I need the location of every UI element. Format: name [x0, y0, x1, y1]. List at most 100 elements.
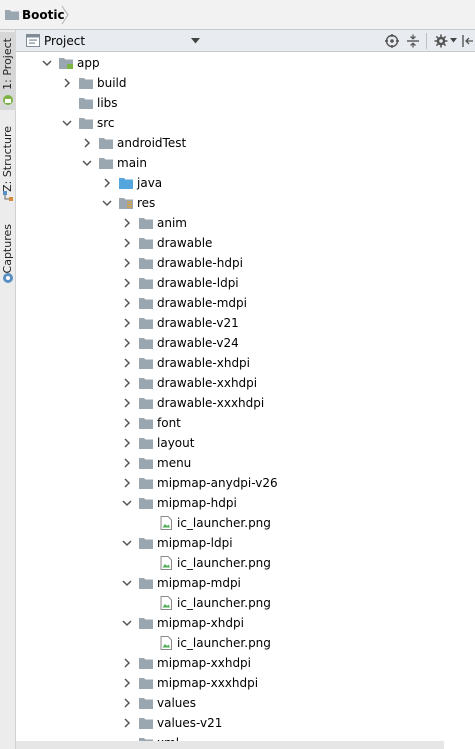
- chevron-right-icon[interactable]: [121, 357, 133, 369]
- chevron-right-icon[interactable]: [121, 377, 133, 389]
- chevron-right-icon[interactable]: [121, 417, 133, 429]
- chevron-right-icon[interactable]: [121, 397, 133, 409]
- tree-node[interactable]: drawable-xxhdpi: [16, 373, 475, 393]
- tree-node[interactable]: androidTest: [16, 133, 475, 153]
- tab-captures[interactable]: Captures: [0, 218, 16, 288]
- gear-dropdown-icon[interactable]: [450, 38, 457, 43]
- tree-node-label: mipmap-mdpi: [157, 576, 241, 590]
- chevron-down-icon[interactable]: [191, 38, 200, 44]
- folder-icon: [139, 218, 153, 229]
- tree-node-label: drawable: [157, 236, 213, 250]
- locate-file-icon[interactable]: [385, 34, 399, 48]
- chevron-right-icon[interactable]: [61, 77, 73, 89]
- tree-node[interactable]: ic_launcher.png: [16, 513, 475, 533]
- tree-node[interactable]: mipmap-anydpi-v26: [16, 473, 475, 493]
- tree-node[interactable]: drawable-v24: [16, 333, 475, 353]
- tree-node[interactable]: mipmap-hdpi: [16, 493, 475, 513]
- chevron-right-icon[interactable]: [121, 337, 133, 349]
- project-folder-icon: [5, 10, 19, 20]
- tree-node[interactable]: layout: [16, 433, 475, 453]
- tree-node[interactable]: drawable-ldpi: [16, 273, 475, 293]
- tree-node[interactable]: values: [16, 693, 475, 713]
- breadcrumb-project[interactable]: Bootic: [22, 8, 65, 22]
- chevron-right-icon[interactable]: [121, 717, 133, 729]
- chevron-right-icon[interactable]: [121, 297, 133, 309]
- project-toolwindow-header: Project: [16, 30, 475, 52]
- chevron-down-icon[interactable]: [61, 117, 73, 129]
- tree-node-label: main: [117, 156, 147, 170]
- chevron-right-icon[interactable]: [121, 277, 133, 289]
- tree-node[interactable]: ic_launcher.png: [16, 553, 475, 573]
- tree-node-label: mipmap-xhdpi: [157, 616, 244, 630]
- folder-icon: [139, 618, 153, 629]
- view-mode-selector[interactable]: Project: [44, 34, 86, 48]
- tree-node[interactable]: drawable-xhdpi: [16, 353, 475, 373]
- folder-icon: [139, 478, 153, 489]
- chevron-down-icon[interactable]: [121, 497, 133, 509]
- chevron-right-icon[interactable]: [121, 457, 133, 469]
- chevron-right-icon[interactable]: [121, 237, 133, 249]
- folder-icon: [139, 678, 153, 689]
- tree-node[interactable]: drawable-hdpi: [16, 253, 475, 273]
- chevron-right-icon[interactable]: [121, 257, 133, 269]
- collapse-all-icon[interactable]: [406, 34, 420, 48]
- tree-node[interactable]: ic_launcher.png: [16, 633, 475, 653]
- tree-node[interactable]: main: [16, 153, 475, 173]
- chevron-down-icon[interactable]: [121, 577, 133, 589]
- tree-node[interactable]: ic_launcher.png: [16, 593, 475, 613]
- chevron-down-icon[interactable]: [121, 537, 133, 549]
- tree-node[interactable]: drawable-v21: [16, 313, 475, 333]
- chevron-right-icon[interactable]: [121, 657, 133, 669]
- tree-node[interactable]: src: [16, 113, 475, 133]
- chevron-down-icon[interactable]: [81, 157, 93, 169]
- chevron-down-icon[interactable]: [121, 617, 133, 629]
- tree-node[interactable]: drawable-mdpi: [16, 293, 475, 313]
- folder-icon: [79, 78, 93, 89]
- chevron-right-icon[interactable]: [121, 697, 133, 709]
- horizontal-scrollbar[interactable]: [16, 741, 444, 749]
- folder-icon: [139, 498, 153, 509]
- tree-node-label: mipmap-xxhdpi: [157, 656, 252, 670]
- chevron-right-icon[interactable]: [121, 217, 133, 229]
- tree-node-label: res: [137, 196, 156, 210]
- chevron-right-icon[interactable]: [121, 677, 133, 689]
- tab-structure[interactable]: Z: Structure: [0, 120, 16, 204]
- tree-node-label: menu: [157, 456, 192, 470]
- tree-node[interactable]: drawable-xxxhdpi: [16, 393, 475, 413]
- tree-node[interactable]: values-v21: [16, 713, 475, 733]
- tree-node[interactable]: mipmap-xxxhdpi: [16, 673, 475, 693]
- chevron-right-icon[interactable]: [121, 477, 133, 489]
- gear-icon[interactable]: [434, 34, 448, 48]
- tree-node[interactable]: menu: [16, 453, 475, 473]
- hide-panel-icon[interactable]: [462, 34, 474, 48]
- tree-node-label: mipmap-hdpi: [157, 496, 237, 510]
- chevron-right-icon[interactable]: [121, 437, 133, 449]
- folder-icon: [139, 378, 153, 389]
- chevron-down-icon[interactable]: [41, 57, 53, 69]
- chevron-right-icon[interactable]: [121, 317, 133, 329]
- tree-node[interactable]: mipmap-xhdpi: [16, 613, 475, 633]
- tree-node-label: libs: [97, 96, 118, 110]
- tab-project[interactable]: 1: Project: [0, 32, 16, 110]
- tree-node[interactable]: mipmap-ldpi: [16, 533, 475, 553]
- folder-icon: [139, 438, 153, 449]
- tree-node[interactable]: drawable: [16, 233, 475, 253]
- folder-icon: [139, 298, 153, 309]
- image-file-icon: [160, 636, 172, 650]
- tree-node[interactable]: res: [16, 193, 475, 213]
- chevron-right-icon[interactable]: [81, 137, 93, 149]
- tree-node[interactable]: java: [16, 173, 475, 193]
- chevron-right-icon[interactable]: [101, 177, 113, 189]
- tree-node[interactable]: libs: [16, 93, 475, 113]
- chevron-down-icon[interactable]: [101, 197, 113, 209]
- tree-node[interactable]: mipmap-mdpi: [16, 573, 475, 593]
- folder-icon: [139, 578, 153, 589]
- tree-node[interactable]: app: [16, 53, 475, 73]
- folder-icon: [139, 358, 153, 369]
- tree-node[interactable]: font: [16, 413, 475, 433]
- tree-node[interactable]: build: [16, 73, 475, 93]
- tree-node[interactable]: mipmap-xxhdpi: [16, 653, 475, 673]
- folder-icon: [139, 658, 153, 669]
- tree-node[interactable]: anim: [16, 213, 475, 233]
